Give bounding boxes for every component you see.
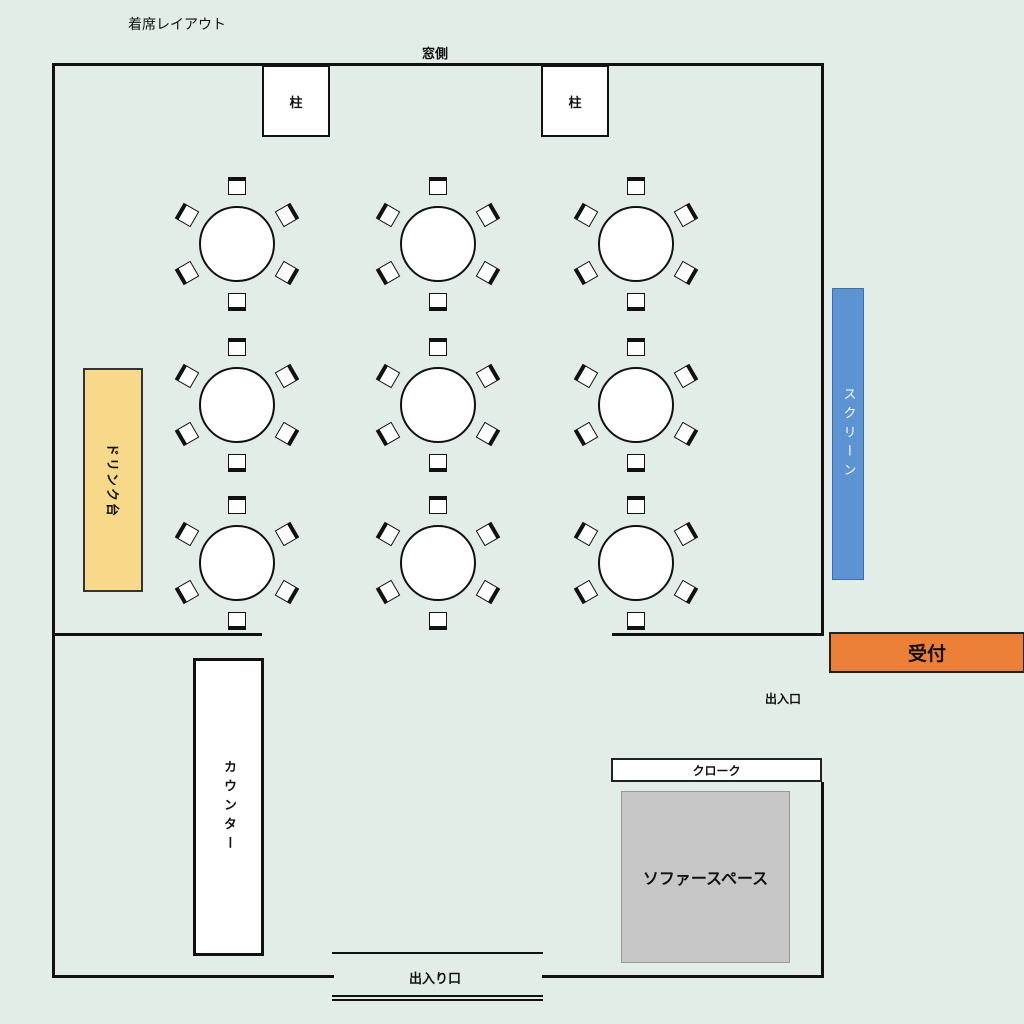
chair [627, 293, 645, 311]
wall-left [52, 63, 55, 978]
chair [573, 521, 599, 547]
wall-top [52, 63, 824, 66]
chair [429, 612, 447, 630]
chair [174, 521, 200, 547]
chair [673, 521, 699, 547]
chair [475, 202, 501, 228]
counter: カウンター [193, 658, 264, 956]
chair [274, 521, 300, 547]
entrance-bottom-label: 出入り口 [409, 972, 462, 987]
chair [573, 421, 599, 447]
round-table [199, 525, 275, 601]
round-table [400, 525, 476, 601]
door-line-top [332, 952, 543, 954]
reception-label: 受付 [907, 643, 946, 665]
chair [627, 496, 645, 514]
sofa-space: ソファースペース [621, 791, 790, 963]
chair [375, 260, 401, 286]
chair [673, 202, 699, 228]
round-table [598, 525, 674, 601]
round-table [400, 367, 476, 443]
chair [429, 293, 447, 311]
chair [375, 521, 401, 547]
counter-label: カウンター [221, 759, 236, 855]
pillar-label: 柱 [289, 95, 303, 111]
chair [673, 260, 699, 286]
chair [573, 579, 599, 605]
round-table [400, 206, 476, 282]
chair [627, 454, 645, 472]
chair [475, 579, 501, 605]
chair [627, 177, 645, 195]
round-table [598, 367, 674, 443]
door-line-bottom-2 [332, 999, 543, 1001]
wall-right-upper [821, 63, 824, 636]
chair [228, 612, 246, 630]
cloak-label: クローク [692, 763, 741, 778]
partition-right [612, 633, 824, 636]
wall-bottom-right [542, 975, 824, 978]
wall-right-lower [821, 782, 824, 978]
chair [627, 338, 645, 356]
chair [573, 202, 599, 228]
chair [429, 496, 447, 514]
chair [274, 202, 300, 228]
layout-title: 着席レイアウト [128, 17, 226, 33]
sofa-space-label: ソファースペース [642, 869, 769, 888]
screen-label: スクリーン [840, 386, 856, 482]
reception-desk: 受付 [829, 632, 1024, 673]
chair [573, 260, 599, 286]
chair [475, 421, 501, 447]
chair [228, 338, 246, 356]
chair [274, 260, 300, 286]
chair [228, 496, 246, 514]
chair [174, 260, 200, 286]
drink-table: ドリンク台 [83, 368, 143, 592]
chair [429, 338, 447, 356]
chair [228, 454, 246, 472]
chair [228, 293, 246, 311]
chair [475, 521, 501, 547]
round-table [199, 206, 275, 282]
wall-bottom-left [52, 975, 334, 978]
chair [375, 363, 401, 389]
screen: スクリーン [832, 288, 864, 580]
chair [429, 454, 447, 472]
entrance-side-label: 出入口 [765, 692, 802, 706]
chair [375, 579, 401, 605]
chair [573, 363, 599, 389]
chair [174, 421, 200, 447]
chair [673, 363, 699, 389]
chair [475, 260, 501, 286]
chair [375, 421, 401, 447]
chair [274, 363, 300, 389]
pillar-left: 柱 [262, 65, 330, 137]
chair [174, 202, 200, 228]
chair [673, 579, 699, 605]
door-line-bottom-1 [332, 995, 543, 997]
window-side-label: 窓側 [422, 47, 449, 62]
pillar-label: 柱 [568, 95, 582, 111]
partition-left [52, 633, 262, 636]
chair [673, 421, 699, 447]
chair [627, 612, 645, 630]
pillar-right: 柱 [541, 65, 609, 137]
drink-table-label: ドリンク台 [103, 442, 119, 518]
chair [174, 579, 200, 605]
chair [375, 202, 401, 228]
chair [475, 363, 501, 389]
chair [429, 177, 447, 195]
chair [274, 579, 300, 605]
chair [274, 421, 300, 447]
cloak-room: クローク [611, 758, 822, 782]
chair [228, 177, 246, 195]
round-table [598, 206, 674, 282]
chair [174, 363, 200, 389]
round-table [199, 367, 275, 443]
